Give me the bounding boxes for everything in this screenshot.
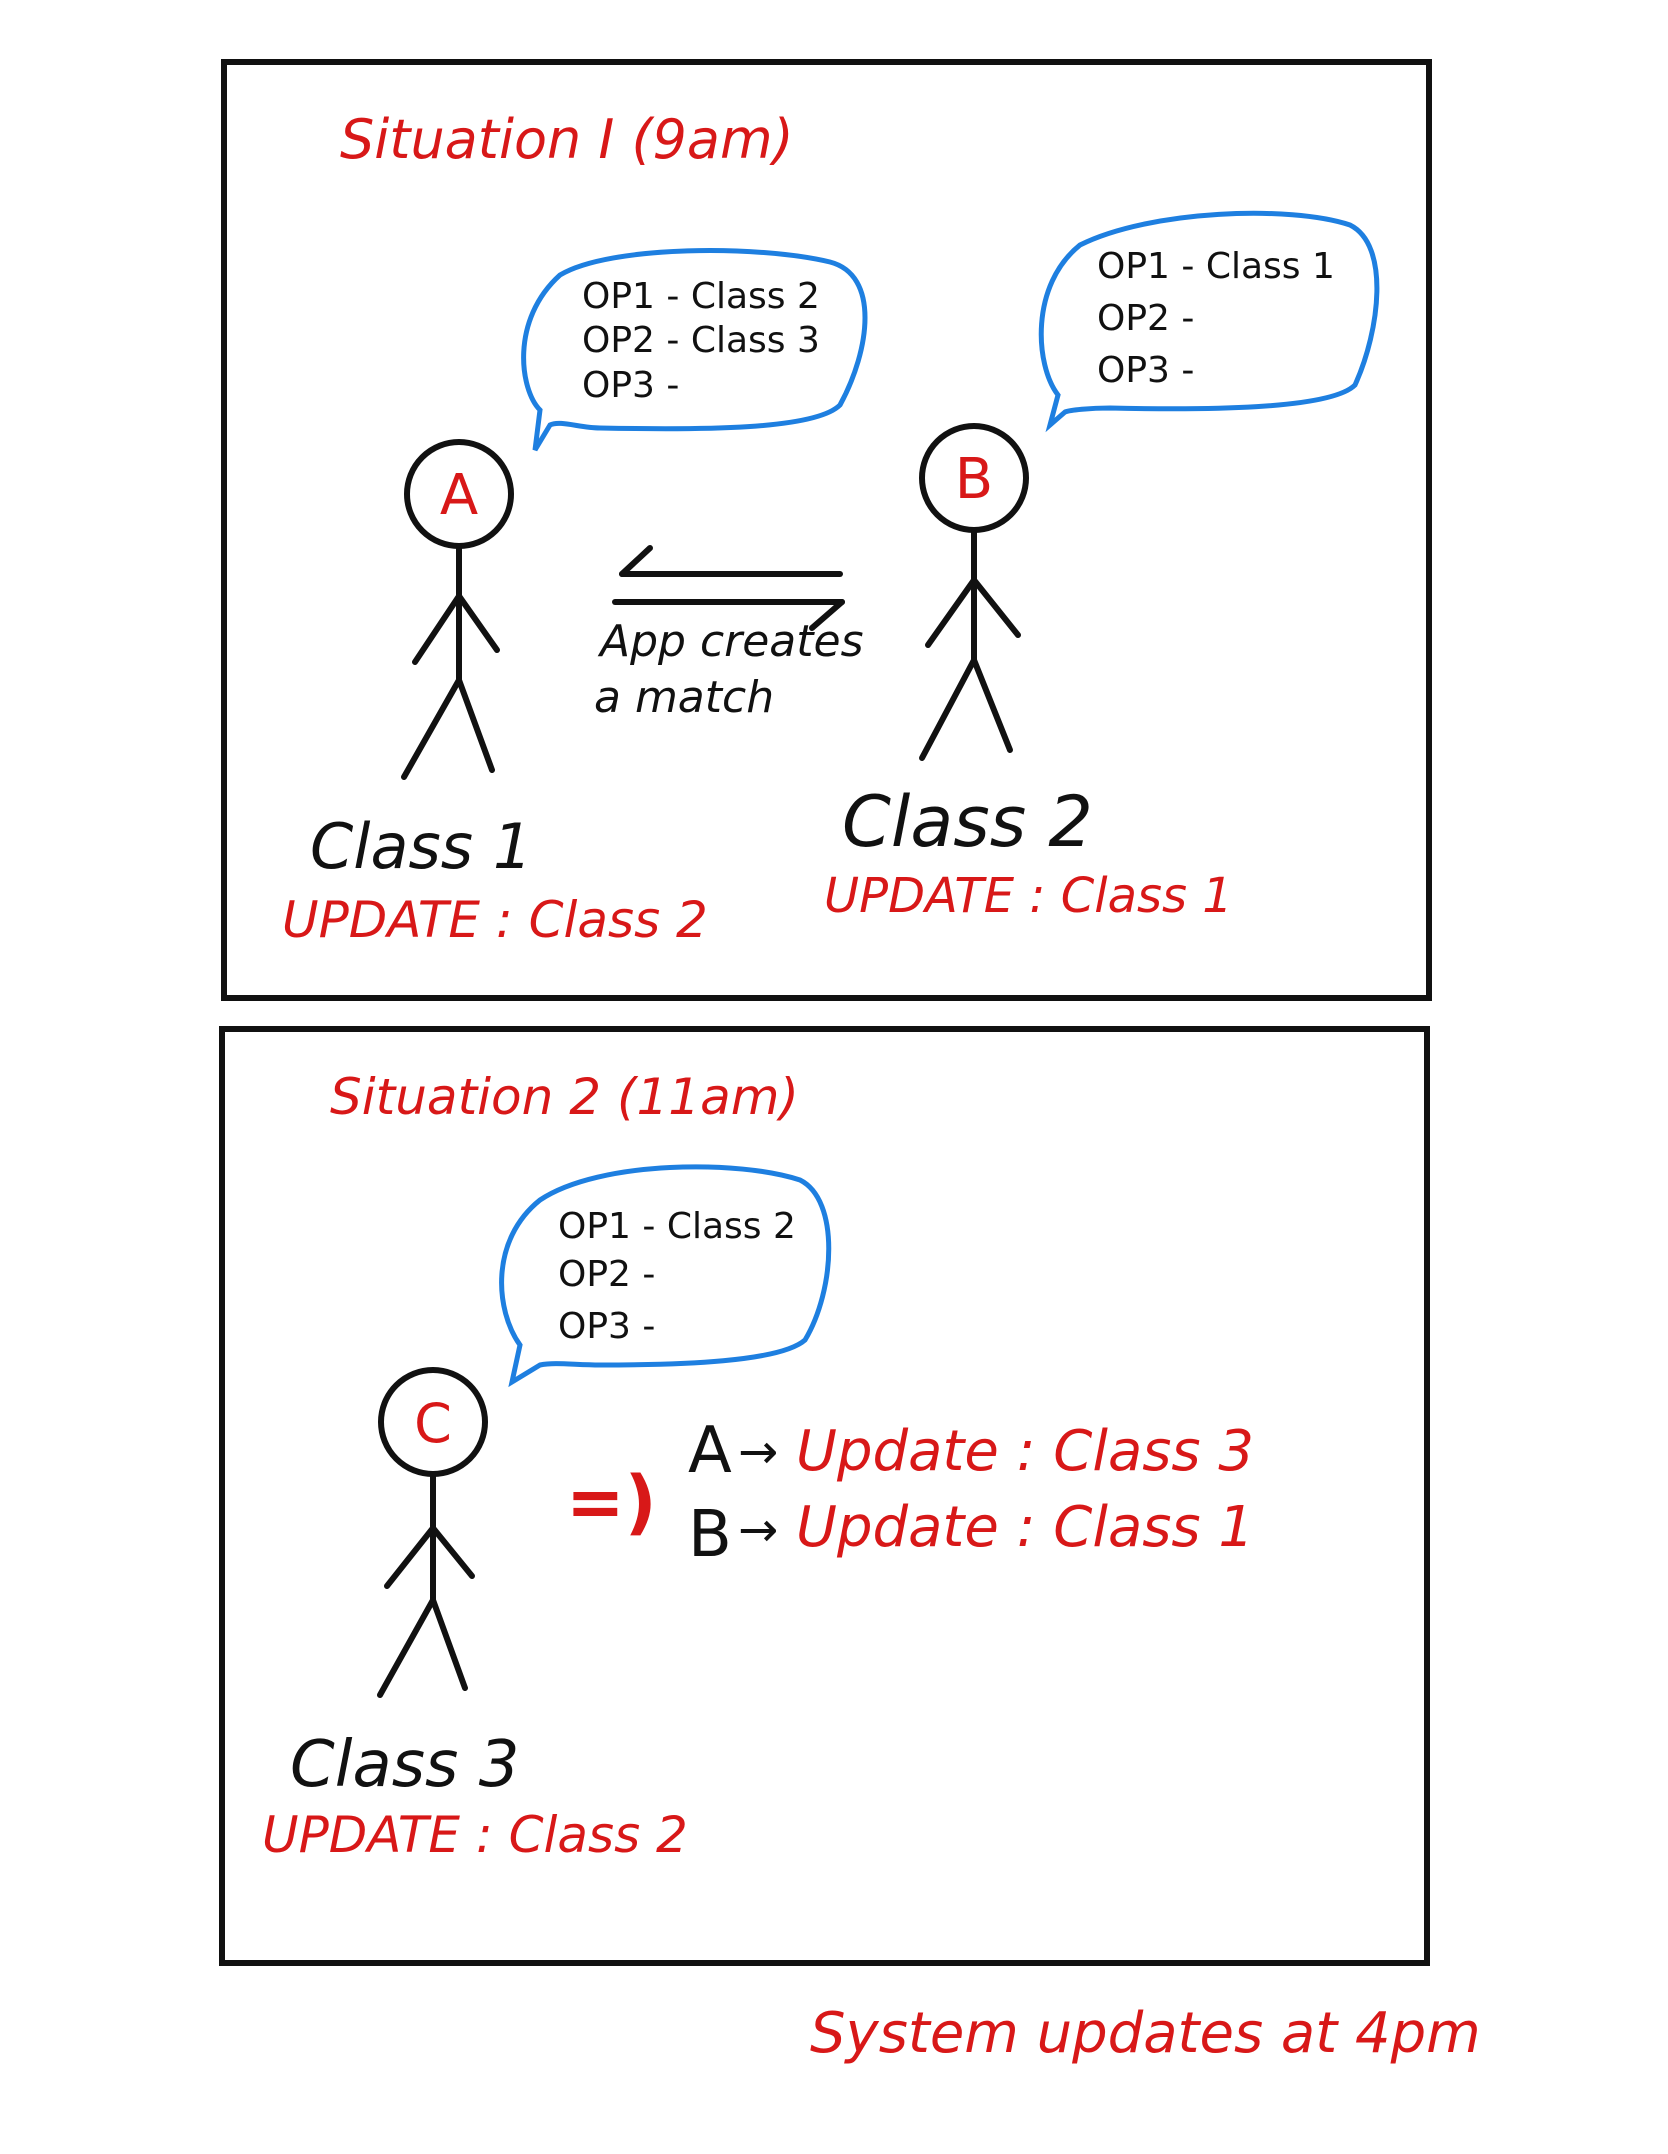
speech-bubble-a-outline — [521, 248, 868, 452]
speech-bubble-c-outline — [499, 1164, 832, 1388]
result-b-text: Update : Class 1 — [796, 1495, 1254, 1560]
bubble-b-line-3: OP3 - — [1097, 350, 1194, 391]
bubble-b-line-1: OP1 - Class 1 — [1097, 246, 1335, 287]
panel-2-frame — [219, 1026, 1430, 1966]
implies-symbol: =) — [566, 1461, 657, 1543]
result-row-b: B → Update : Class 1 — [688, 1495, 1254, 1572]
stick-figure-c — [377, 1367, 488, 1698]
stick-figure-a — [401, 439, 514, 780]
stick-figure-b — [919, 423, 1029, 761]
bubble-a-line-1: OP1 - Class 2 — [582, 276, 820, 317]
result-b-who: B — [688, 1498, 732, 1572]
situation-2-panel: Situation 2 (11am) OP1 - Class 2 OP2 - O… — [219, 1026, 1430, 1966]
bubble-a-line-2: OP2 - Class 3 — [582, 320, 820, 361]
match-arrows — [612, 545, 845, 631]
stick-figure-b-letter: B — [955, 447, 993, 512]
update-label-a: UPDATE : Class 2 — [282, 891, 708, 949]
class-label-c: Class 3 — [290, 1728, 519, 1802]
stick-figure-a-letter: A — [440, 463, 478, 528]
bubble-c-line-2: OP2 - — [558, 1254, 655, 1295]
speech-bubble-b: OP1 - Class 1 OP2 - OP3 - — [1038, 210, 1380, 433]
situation-2-title: Situation 2 (11am) — [330, 1068, 799, 1126]
footer-note: System updates at 4pm — [810, 2001, 1481, 2066]
bubble-b-line-2: OP2 - — [1097, 298, 1194, 339]
speech-bubble-b-outline — [1038, 210, 1380, 433]
class-label-b: Class 2 — [842, 781, 1093, 863]
update-label-b: UPDATE : Class 1 — [824, 868, 1233, 924]
speech-bubble-a: OP1 - Class 2 OP2 - Class 3 OP3 - — [521, 248, 868, 452]
result-a-who: A — [688, 1414, 732, 1488]
result-a-arrow: → — [738, 1424, 778, 1480]
bubble-a-line-3: OP3 - — [582, 365, 679, 406]
panel-1-frame — [221, 59, 1432, 1001]
result-b-arrow: → — [738, 1502, 778, 1558]
situation-1-title: Situation I (9am) — [340, 108, 794, 171]
situation-1-panel: Situation I (9am) OP1 - Class 2 OP2 - Cl… — [221, 59, 1432, 1001]
bubble-c-line-3: OP3 - — [558, 1306, 655, 1347]
class-label-a: Class 1 — [310, 810, 532, 883]
speech-bubble-c: OP1 - Class 2 OP2 - OP3 - — [499, 1164, 832, 1388]
bubble-c-line-1: OP1 - Class 2 — [558, 1206, 796, 1247]
update-label-c: UPDATE : Class 2 — [262, 1806, 688, 1864]
match-caption-line-2: a match — [594, 672, 774, 723]
result-row-a: A → Update : Class 3 — [688, 1414, 1254, 1488]
stick-figure-c-letter: C — [414, 1392, 452, 1455]
result-a-text: Update : Class 3 — [796, 1419, 1254, 1484]
match-caption-line-1: App creates — [597, 616, 864, 667]
